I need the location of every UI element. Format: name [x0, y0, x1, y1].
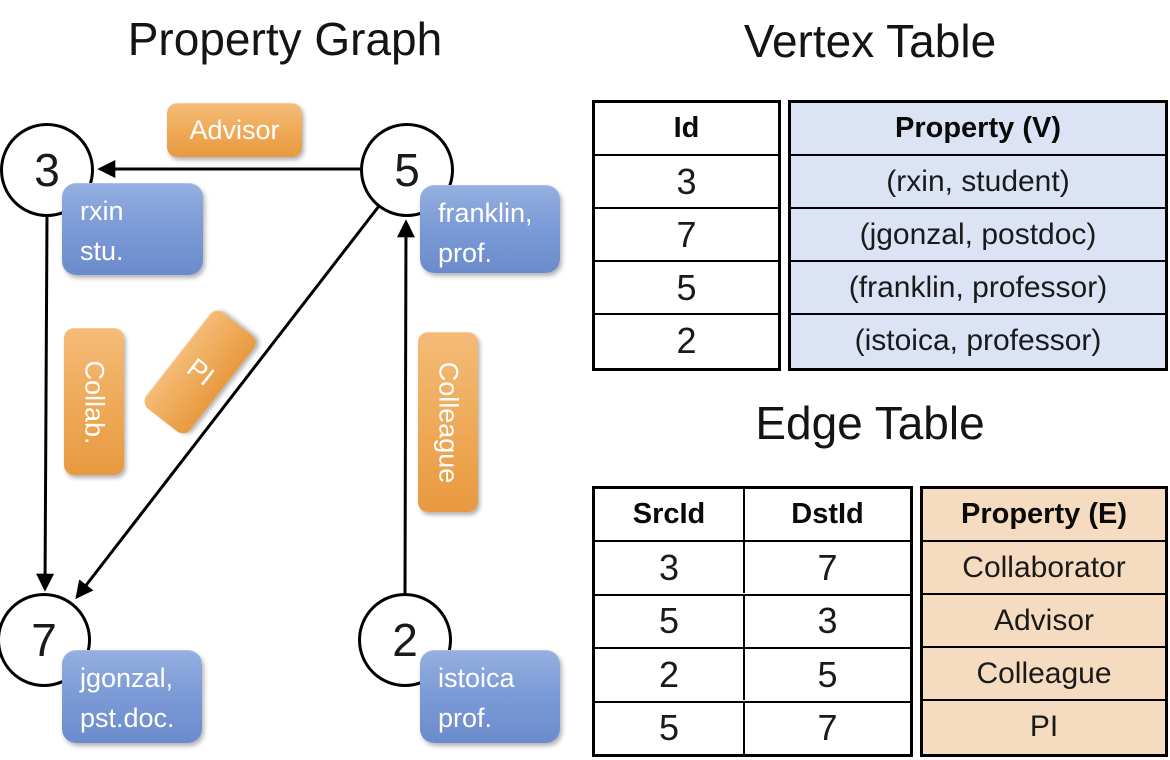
edge-pi-5-to-7 [75, 205, 381, 600]
property-graph-title: Property Graph [127, 13, 443, 65]
vertex-table-id-cell: 5 [595, 260, 778, 313]
edge-table-src-dst-columns: SrcId DstId 3 7 5 3 2 5 5 7 [592, 486, 913, 757]
vertex-node-5-id: 5 [394, 144, 420, 196]
vertex-property-line2: prof. [438, 238, 493, 268]
vertex-table-property-cell: (rxin, student) [791, 154, 1165, 207]
vertex-property-line1: jgonzal, [80, 663, 174, 693]
vertex-node-2-id: 2 [392, 614, 418, 666]
edge-table-dst-cell: 5 [743, 647, 910, 701]
vertex-property-line1: rxin [80, 196, 124, 226]
edge-table-property-cell: Colleague [923, 646, 1165, 699]
vertex-table-title: Vertex Table [743, 15, 997, 67]
edge-label-colleague-text: Colleague [433, 361, 464, 484]
edge-label-collab: Collab. [64, 328, 124, 475]
vertex-property-line2: stu. [80, 236, 124, 266]
edge-label-advisor: Advisor [167, 103, 302, 157]
graph-edges [36, 160, 415, 600]
edge-table-property-cell: Collaborator [923, 540, 1165, 593]
edge-collab-3-to-7 [36, 214, 55, 592]
vertex-property-line2: prof. [438, 703, 493, 733]
vertex-table-id-cell: 3 [595, 154, 778, 207]
edge-label-advisor-text: Advisor [189, 115, 280, 145]
vertex-property-box-franklin: franklin, prof. [420, 185, 560, 273]
vertex-property-box-rxin: rxin stu. [62, 183, 203, 275]
edge-table-header-property: Property (E) [961, 498, 1127, 530]
edge-table-property-cell: PI [923, 699, 1165, 752]
vertex-node-5: 5 [360, 123, 454, 217]
vertex-table-id-cell: 2 [595, 313, 778, 366]
vertex-table-header-property: Property (V) [895, 112, 1061, 144]
vertex-table-id-cell: 7 [595, 207, 778, 260]
edge-table-src-cell: 5 [595, 700, 743, 754]
edge-colleague-2-to-5 [396, 219, 415, 594]
edge-table-property-column: Property (E) Collaborator Advisor Collea… [920, 486, 1168, 757]
vertex-table-property-cell: (jgonzal, postdoc) [791, 207, 1165, 260]
vertex-table-id-column: Id 3 7 5 2 [592, 100, 781, 371]
edge-table-src-cell: 3 [595, 540, 743, 593]
vertex-table-property-column: Property (V) (rxin, student) (jgonzal, p… [788, 100, 1168, 371]
edge-table-src-cell: 2 [595, 647, 743, 700]
vertex-node-7-id: 7 [31, 614, 57, 666]
edge-table-dst-cell: 3 [743, 593, 910, 647]
edge-label-colleague: Colleague [418, 332, 478, 512]
property-graph-panel: Property Graph 3 5 7 2 rxin stu. frankli… [0, 13, 560, 743]
vertex-property-line1: istoica [438, 663, 515, 693]
edge-table-dst-cell: 7 [743, 700, 910, 754]
edge-table-title: Edge Table [755, 397, 985, 449]
vertex-property-line2: pst.doc. [80, 703, 175, 733]
edge-table-dst-cell: 7 [743, 540, 910, 594]
vertex-node-3-id: 3 [34, 144, 60, 196]
edge-label-pi-text: PI [181, 352, 220, 392]
edge-table-header-dstid: DstId [743, 489, 910, 540]
vertex-property-line1: franklin, [438, 198, 533, 228]
edge-table-property-cell: Advisor [923, 593, 1165, 646]
vertex-table-property-cell: (istoica, professor) [791, 313, 1165, 366]
edge-label-collab-text: Collab. [79, 359, 110, 445]
vertex-property-box-istoica: istoica prof. [420, 650, 560, 743]
vertex-table-property-cell: (franklin, professor) [791, 260, 1165, 313]
vertex-table-header-id: Id [673, 112, 700, 144]
vertex-property-box-jgonzal: jgonzal, pst.doc. [62, 650, 202, 743]
edge-table-header-srcid: SrcId [632, 498, 706, 530]
edge-table-src-cell: 5 [595, 593, 743, 647]
